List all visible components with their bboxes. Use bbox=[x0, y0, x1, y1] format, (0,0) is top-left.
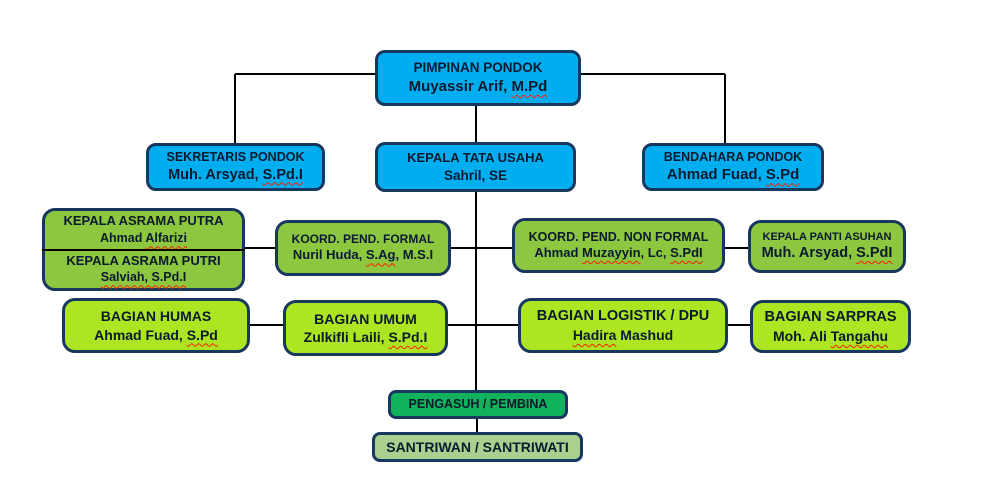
node-name: Moh. Ali Tangahu bbox=[773, 327, 888, 345]
text-segment: KEPALA ASRAMA PUTRA bbox=[63, 213, 224, 229]
misspelled-text: Hadira bbox=[572, 326, 617, 343]
text-segment: BENDAHARA PONDOK bbox=[663, 150, 803, 165]
node-title: SEKRETARIS PONDOK bbox=[167, 149, 305, 165]
node-title: BAGIAN SARPRAS bbox=[764, 308, 896, 327]
misspelled-text: S.PdI bbox=[670, 245, 703, 261]
text-segment: Ahmad bbox=[534, 245, 582, 261]
section-divider bbox=[42, 248, 245, 251]
node-bagian-logistik-dpu: BAGIAN LOGISTIK / DPU Hadira Mashud bbox=[518, 298, 728, 353]
node-title: KEPALA TATA USAHA bbox=[407, 150, 544, 167]
text-segment: KEPALA ASRAMA PUTRI bbox=[66, 252, 221, 268]
misspelled-text: Tangahu bbox=[830, 327, 889, 344]
node-title: KOORD. PEND. FORMAL bbox=[292, 232, 435, 248]
text-segment: Ahmad bbox=[99, 231, 146, 246]
text-segment: Ahmad Fuad, bbox=[94, 326, 187, 343]
node-santriwan-santriwati: SANTRIWAN / SANTRIWATI bbox=[372, 432, 583, 462]
node-name: Sahril, SE bbox=[444, 167, 507, 185]
node-title: KEPALA ASRAMA PUTRI bbox=[66, 253, 220, 270]
text-segment: PIMPINAN PONDOK bbox=[413, 60, 543, 76]
text-segment: PENGASUH / PEMBINA bbox=[408, 397, 548, 412]
misspelled-text: S.Pd bbox=[765, 166, 800, 184]
node-name: Muyassir Arif, M.Pd bbox=[409, 77, 548, 97]
node-name: Ahmad Fuad, S.Pd bbox=[667, 165, 800, 185]
node-name: Muh. Arsyad, S.Pd.I bbox=[168, 166, 303, 185]
text-segment: KEPALA PANTI ASUHAN bbox=[762, 230, 892, 243]
text-segment: Nuril Huda, bbox=[292, 247, 366, 263]
node-name: Nuril Huda, S.Ag, M.S.I bbox=[293, 247, 433, 264]
text-segment: , M.S.I bbox=[395, 247, 434, 263]
misspelled-text: M.Pd bbox=[511, 78, 548, 96]
text-segment: BAGIAN SARPRAS bbox=[764, 308, 897, 325]
text-segment: SANTRIWAN / SANTRIWATI bbox=[386, 438, 569, 455]
text-segment: Zulkifli Laili, bbox=[303, 329, 389, 345]
misspelled-text: S.Pd bbox=[186, 326, 218, 343]
node-title: KEPALA ASRAMA PUTRA bbox=[63, 213, 223, 230]
node-bagian-sarpras: BAGIAN SARPRAS Moh. Ali Tangahu bbox=[750, 300, 911, 353]
text-segment: Muh. Arsyad, bbox=[168, 166, 263, 183]
misspelled-text: S.PdI bbox=[856, 245, 893, 262]
node-title: PIMPINAN PONDOK bbox=[413, 59, 542, 77]
misspelled-text: Alfarizi bbox=[145, 231, 188, 246]
text-segment: Moh. Ali bbox=[772, 327, 831, 344]
text-segment: Sahril, SE bbox=[443, 167, 508, 183]
node-name: Muh. Arsyad, S.PdI bbox=[762, 244, 893, 263]
connector-line bbox=[724, 74, 726, 143]
connector-line bbox=[476, 418, 478, 433]
node-title: KEPALA PANTI ASUHAN bbox=[763, 230, 892, 244]
node-name: Ahmad Fuad, S.Pd bbox=[94, 326, 218, 344]
misspelled-text: S.Pd.I bbox=[388, 329, 428, 345]
node-name: Salviah, S.Pd.I bbox=[101, 269, 186, 285]
text-segment: , Lc, bbox=[640, 245, 671, 261]
connector-line bbox=[235, 73, 377, 75]
misspelled-text: S.Ag bbox=[365, 247, 396, 263]
text-segment: Ahmad Fuad, bbox=[666, 166, 766, 184]
node-name: Ahmad Alfarizi bbox=[100, 230, 187, 246]
node-title: BAGIAN HUMAS bbox=[101, 307, 211, 325]
text-segment: Muyassir Arif, bbox=[408, 78, 512, 96]
text-segment: KOORD. PEND. NON FORMAL bbox=[528, 229, 709, 244]
node-name: Hadira Mashud bbox=[573, 326, 673, 344]
text-segment: BAGIAN HUMAS bbox=[100, 308, 212, 325]
text-segment: BAGIAN UMUM bbox=[314, 310, 417, 327]
node-pengasuh-pembina: PENGASUH / PEMBINA bbox=[388, 390, 568, 419]
node-title: PENGASUH / PEMBINA bbox=[409, 396, 548, 412]
node-title: BAGIAN LOGISTIK / DPU bbox=[537, 307, 709, 326]
node-title: BAGIAN UMUM bbox=[314, 310, 417, 328]
connector-line bbox=[578, 73, 725, 75]
misspelled-text: Muzayyin bbox=[582, 245, 641, 261]
text-segment: SEKRETARIS PONDOK bbox=[166, 150, 305, 165]
connector-line bbox=[234, 74, 236, 143]
text-segment: Mashud bbox=[616, 326, 674, 343]
misspelled-text: Salviah, S.Pd.I bbox=[100, 270, 187, 285]
connector-line bbox=[248, 324, 752, 326]
text-segment: Muh. Arsyad, bbox=[761, 245, 857, 262]
text-segment: BAGIAN LOGISTIK / DPU bbox=[536, 307, 710, 324]
node-title: BENDAHARA PONDOK bbox=[664, 149, 802, 165]
connector-line bbox=[475, 191, 477, 390]
node-name: Zulkifli Laili, S.Pd.I bbox=[304, 328, 428, 346]
connector-line bbox=[475, 105, 477, 143]
node-title: SANTRIWAN / SANTRIWATI bbox=[386, 438, 569, 456]
text-segment: KOORD. PEND. FORMAL bbox=[291, 231, 435, 246]
misspelled-text: S.Pd.I bbox=[262, 166, 303, 183]
connector-line bbox=[244, 247, 750, 249]
node-name: Ahmad Muzayyin, Lc, S.PdI bbox=[534, 245, 702, 262]
text-segment: KEPALA TATA USAHA bbox=[407, 149, 544, 165]
node-title: KOORD. PEND. NON FORMAL bbox=[529, 229, 709, 245]
node-kepala-tata-usaha: KEPALA TATA USAHA Sahril, SE bbox=[375, 142, 576, 192]
